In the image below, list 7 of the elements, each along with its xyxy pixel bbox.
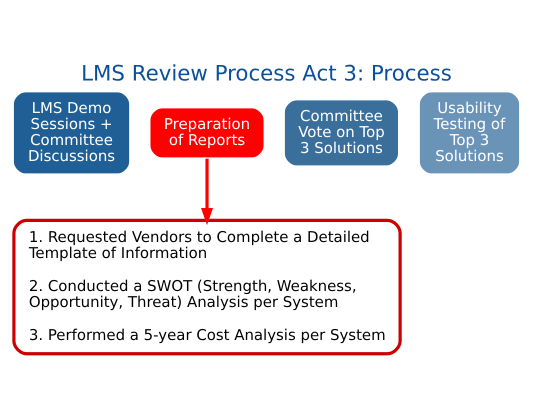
node-box: LMS Demo Sessions + Committee Discussions [12, 90, 132, 176]
node-box: 1. Requested Vendors to Complete a Detailed Template of Information 2. Conducted a SWOT (Strength, Weakness, Opportunity, Threat) Analysis per System 3. Performed a 5-year Cost Analysis per System [12, 218, 402, 356]
node-box: Preparation of Reports [148, 106, 266, 160]
node-box: Usability Testing of Top 3 Solutions [418, 90, 522, 176]
node-box: Committee Vote on Top 3 Solutions [282, 98, 400, 168]
arrow [201, 158, 214, 226]
diagram-title: LMS Review Process Act 3: Process [81, 62, 452, 87]
